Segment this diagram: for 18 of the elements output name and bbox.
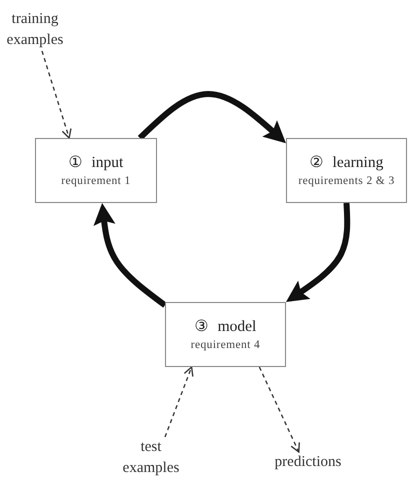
step-title: ③ model [194,317,256,336]
requirement-text: requirement 1 [61,174,131,188]
curved-arrow [138,91,286,144]
flow-label: training examples [0,9,70,51]
dashed-arrow [41,50,72,139]
step-title: ① input [68,153,124,172]
requirement-text: requirement 4 [190,338,260,352]
flow-label: test examples [116,437,186,479]
requirement-text: requirements 2 & 3 [298,174,395,188]
process-box [286,138,407,203]
flow-label: predictions [262,452,354,473]
curved-arrow [286,202,350,302]
dashed-arrow [164,366,194,438]
curved-arrow [94,203,167,308]
step-title: ② learning [310,153,384,172]
process-box [35,138,157,203]
dashed-arrow [258,366,300,453]
process-box [165,302,286,367]
